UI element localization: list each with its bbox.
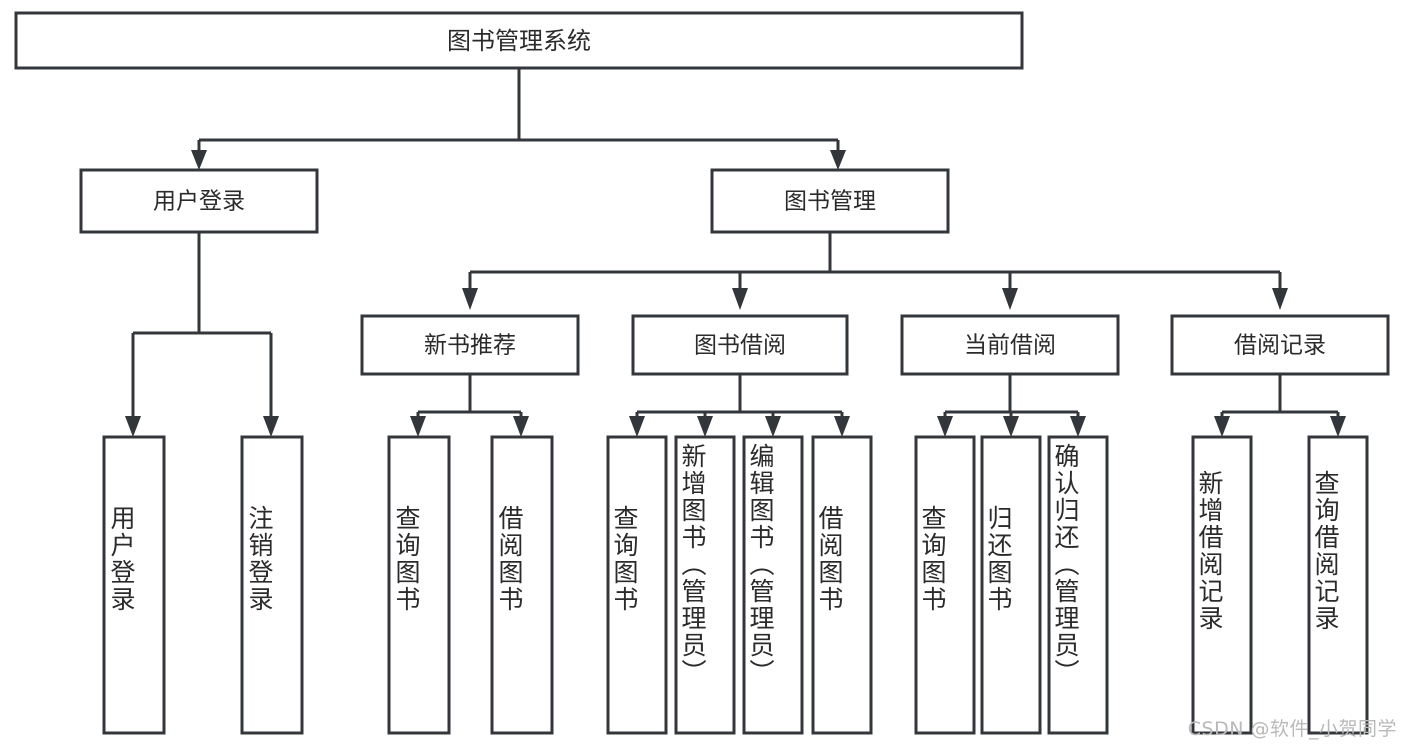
node-current-borrow[interactable]: 当前借阅 <box>900 314 1120 376</box>
connector-current-borrow-to-leaves <box>937 374 1086 437</box>
borrow-record-label: 借阅记录 <box>1234 333 1326 359</box>
leaf-box-current-borrow-1[interactable] <box>914 435 976 735</box>
user-login-label: 用户登录 <box>153 189 245 215</box>
leaf-box-new-book-2[interactable] <box>490 435 554 735</box>
leaf-box-book-borrow-1[interactable] <box>606 435 668 735</box>
node-user-login[interactable]: 用户登录 <box>79 168 319 234</box>
leaf-box-borrow-record-1[interactable] <box>1191 435 1253 735</box>
user-login-box <box>79 168 319 234</box>
book-borrow-label: 图书借阅 <box>694 333 786 359</box>
leaf-box-book-borrow-2[interactable] <box>674 435 736 735</box>
leaf-box-new-book-1[interactable] <box>387 435 451 735</box>
arrow-to-book-manage <box>830 150 846 170</box>
leaf-box-user-login-2[interactable] <box>240 435 304 735</box>
connector-book-manage-to-level3 <box>462 232 1288 310</box>
node-book-borrow[interactable]: 图书借阅 <box>631 314 849 376</box>
arrow-to-borrow-record <box>1272 288 1288 310</box>
node-borrow-record[interactable]: 借阅记录 <box>1170 314 1390 376</box>
root-box <box>14 11 1024 70</box>
node-new-book[interactable]: 新书推荐 <box>360 314 580 376</box>
node-book-manage[interactable]: 图书管理 <box>710 168 950 234</box>
leaf-box-current-borrow-2[interactable] <box>980 435 1042 735</box>
connector-user-login-to-leaves <box>125 232 279 437</box>
new-book-label: 新书推荐 <box>424 333 516 359</box>
csdn-watermark: CSDN @软件_小贺同学 <box>1187 718 1397 740</box>
book-manage-label: 图书管理 <box>784 189 876 215</box>
arrow-user-login-leaf-2 <box>263 416 279 437</box>
arrow-to-user-login <box>191 150 207 170</box>
leaf-box-current-borrow-3[interactable] <box>1047 435 1109 735</box>
connector-root-to-level2 <box>191 68 846 170</box>
node-root[interactable]: 图书管理系统 <box>14 11 1024 70</box>
connector-book-borrow-to-leaves <box>629 374 850 437</box>
current-borrow-box <box>900 314 1120 376</box>
current-borrow-label: 当前借阅 <box>964 333 1056 359</box>
leaf-box-book-borrow-4[interactable] <box>811 435 873 735</box>
arrow-user-login-leaf-1 <box>125 416 141 437</box>
arrow-to-new-book <box>462 288 478 310</box>
connector-borrow-record-to-leaves <box>1214 374 1346 437</box>
leaf-box-borrow-record-2[interactable] <box>1307 435 1369 735</box>
leaf-box-user-login-1[interactable] <box>102 435 166 735</box>
root-label: 图书管理系统 <box>447 27 591 55</box>
new-book-box <box>360 314 580 376</box>
leaf-box-book-borrow-3[interactable] <box>742 435 804 735</box>
arrow-to-current-borrow <box>1002 288 1018 310</box>
connector-new-book-to-leaves <box>410 374 529 437</box>
arrow-to-book-borrow <box>732 288 748 310</box>
